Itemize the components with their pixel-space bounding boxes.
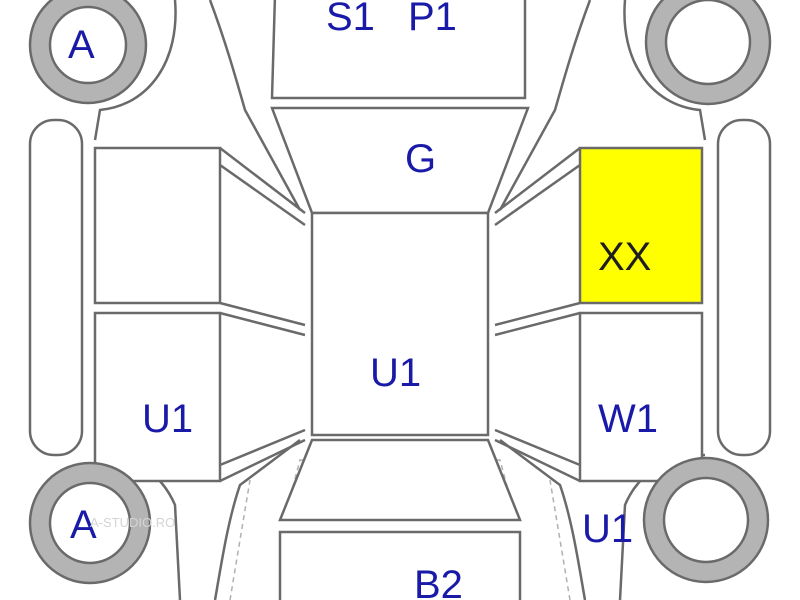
label-front-door-right: XX xyxy=(598,235,651,279)
label-rear-wheel-left: A xyxy=(70,503,97,547)
rear-left-wheel xyxy=(28,461,152,585)
label-rear-door-left: U1 xyxy=(142,397,193,441)
left-front-door-panel xyxy=(93,146,222,305)
label-rear-quarter-right: U1 xyxy=(582,507,633,551)
watermark-text: A-STUDIO.RO xyxy=(90,515,175,530)
left-running-board xyxy=(28,118,84,457)
right-rear-door-panel xyxy=(578,311,704,483)
left-rear-door-panel xyxy=(93,311,222,483)
label-hood: G xyxy=(405,137,436,181)
roof-panel xyxy=(310,211,490,437)
label-rear-door-right: W1 xyxy=(598,397,658,441)
front-windshield-panel xyxy=(270,0,527,100)
front-left-wheel xyxy=(28,0,148,105)
right-front-door-panel xyxy=(578,146,704,305)
label-front-windshield: P1 xyxy=(408,0,457,39)
label-trunk: B2 xyxy=(414,563,463,600)
label-front-wheel-left: A xyxy=(68,23,95,67)
label-roof: U1 xyxy=(370,351,421,395)
right-running-board xyxy=(716,118,772,457)
trunk-panel xyxy=(278,530,522,600)
pillar-lines xyxy=(219,147,581,483)
rear-window-panel xyxy=(278,438,522,522)
front-right-wheel xyxy=(644,0,772,106)
rear-right-wheel xyxy=(642,456,770,584)
label-roof-front: S1 xyxy=(326,0,375,39)
hood-panel xyxy=(270,106,530,215)
